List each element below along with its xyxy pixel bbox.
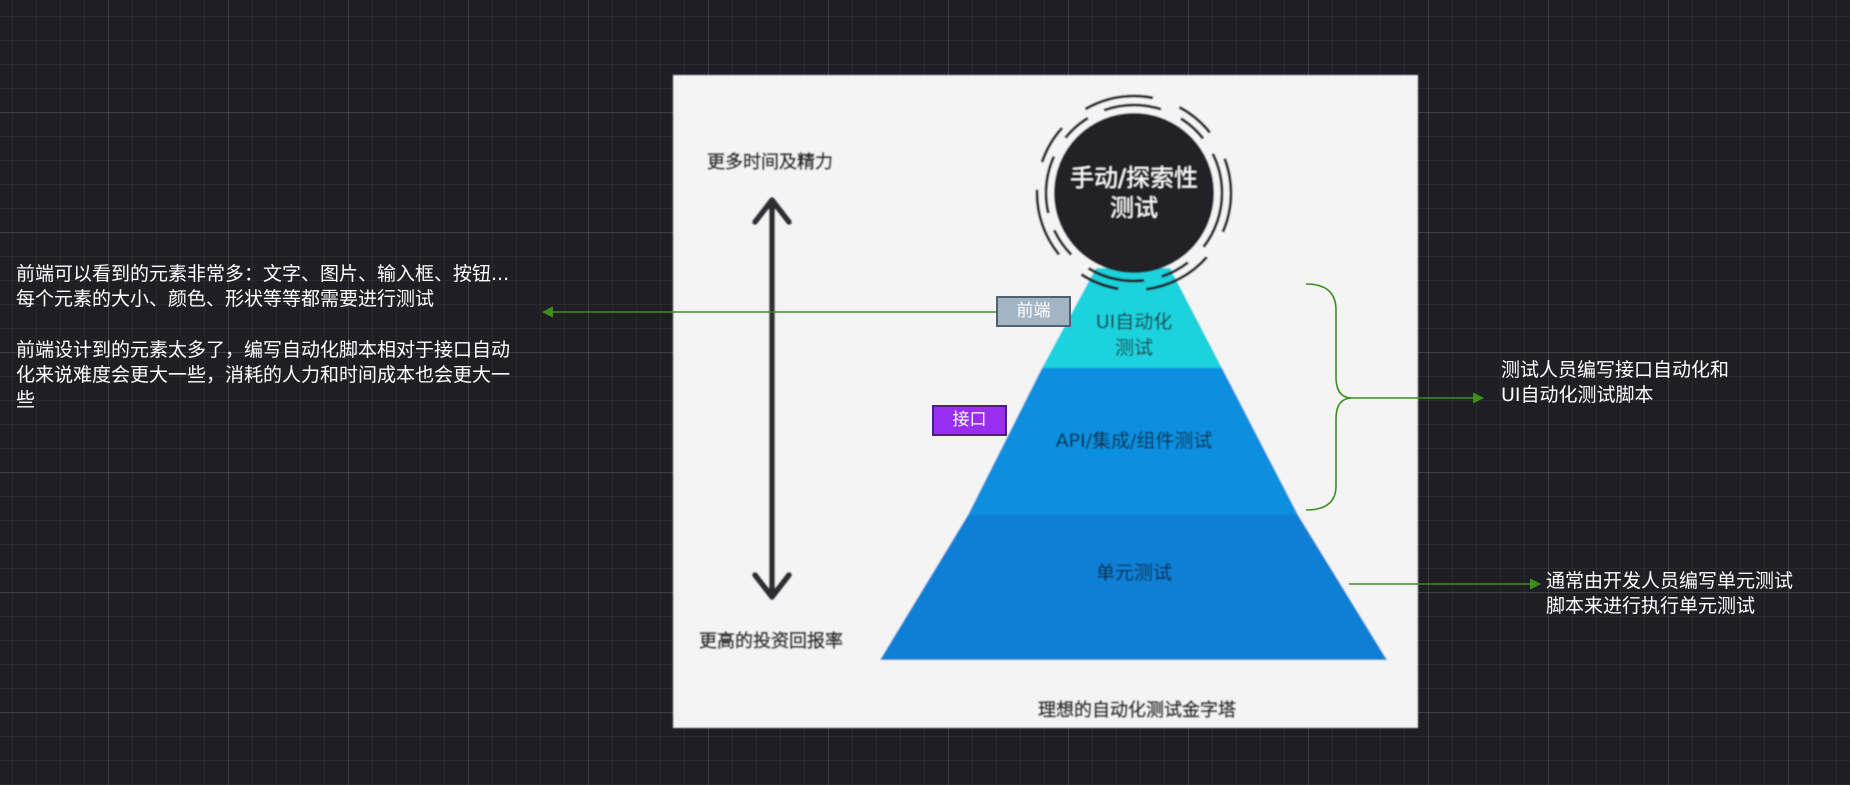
- manual-label-line2: 测试: [1110, 194, 1158, 222]
- manual-label-line1: 手动/探索性: [1070, 164, 1198, 192]
- testers-note-line2: UI自动化测试脚本: [1501, 384, 1654, 406]
- ui-label-line1: UI自动化: [1096, 311, 1173, 333]
- frontend-note-line4: 化来说难度会更大一些，消耗的人力和时间成本也会更大一: [16, 364, 511, 386]
- decorative-ring-outer: [1035, 94, 1233, 292]
- layer-manual-circle: [1054, 113, 1214, 273]
- double-arrow: [752, 197, 792, 600]
- api-tag[interactable]: 接口: [932, 405, 1007, 436]
- decorative-ring: [1044, 103, 1224, 283]
- connectors: [541, 283, 1542, 590]
- frontend-note-line2: 每个元素的大小、颜色、形状等等都需要进行测试: [16, 288, 435, 310]
- frontend-note-line1: 前端可以看到的元素非常多：文字、图片、输入框、按钮...: [16, 263, 510, 285]
- api-label: API/集成/组件测试: [1056, 430, 1213, 452]
- devs-note-line2: 脚本来进行执行单元测试: [1546, 595, 1756, 617]
- frontend-tag[interactable]: 前端: [996, 296, 1071, 327]
- frontend-note-line5: 些: [16, 389, 36, 411]
- layer-ui: [1042, 268, 1222, 368]
- layer-unit: [880, 515, 1387, 660]
- frontend-note-line3: 前端设计到的元素太多了，编写自动化脚本相对于接口自动: [16, 339, 511, 361]
- figure-caption: 理想的自动化测试金字塔: [1038, 699, 1237, 721]
- devs-note-line1: 通常由开发人员编写单元测试: [1546, 570, 1794, 592]
- unit-label: 单元测试: [1096, 562, 1172, 584]
- testers-note-line1: 测试人员编写接口自动化和: [1501, 359, 1730, 381]
- ui-label-line2: 测试: [1115, 337, 1153, 359]
- pyramid-figure: 更多时间及精力 更高的投资回报率 理想的自动化测试金字塔 手动/探索性 测试 U…: [673, 75, 1418, 728]
- layer-api: [968, 368, 1298, 515]
- time-label: 更多时间及精力: [707, 151, 833, 173]
- roi-label: 更高的投资回报率: [699, 630, 843, 652]
